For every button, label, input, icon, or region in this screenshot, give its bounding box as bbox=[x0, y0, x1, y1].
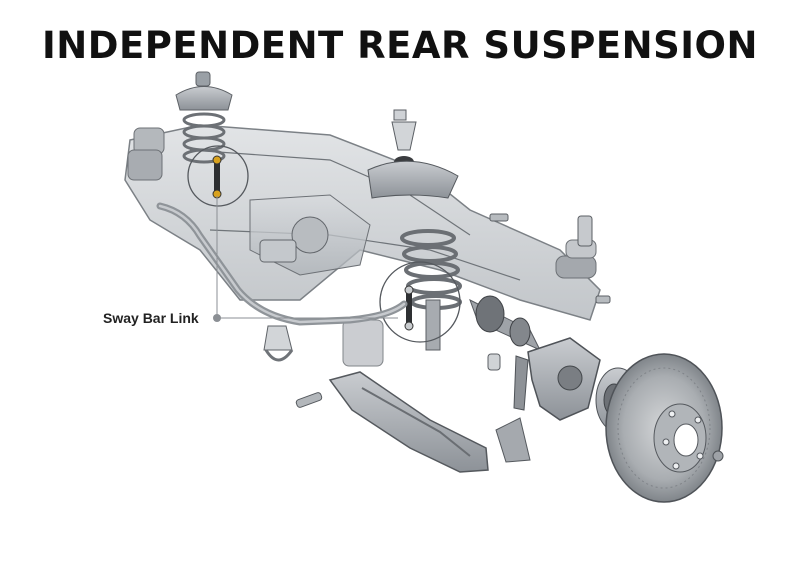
lower-control-arm bbox=[295, 371, 489, 473]
hardware-parts bbox=[487, 213, 724, 462]
left-strut-assembly bbox=[175, 71, 249, 207]
brake-rotor bbox=[605, 353, 723, 503]
sway-bar bbox=[156, 202, 408, 362]
callout-sway-bar-link-label: Sway Bar Link bbox=[103, 310, 199, 326]
differential-housing bbox=[249, 194, 371, 276]
right-strut-assembly bbox=[379, 229, 462, 351]
diagram-title: INDEPENDENT REAR SUSPENSION bbox=[42, 24, 758, 67]
callout-leader-line bbox=[213, 196, 398, 322]
half-shaft bbox=[469, 295, 542, 352]
right-top-mount bbox=[367, 109, 459, 199]
knuckle bbox=[495, 337, 601, 463]
